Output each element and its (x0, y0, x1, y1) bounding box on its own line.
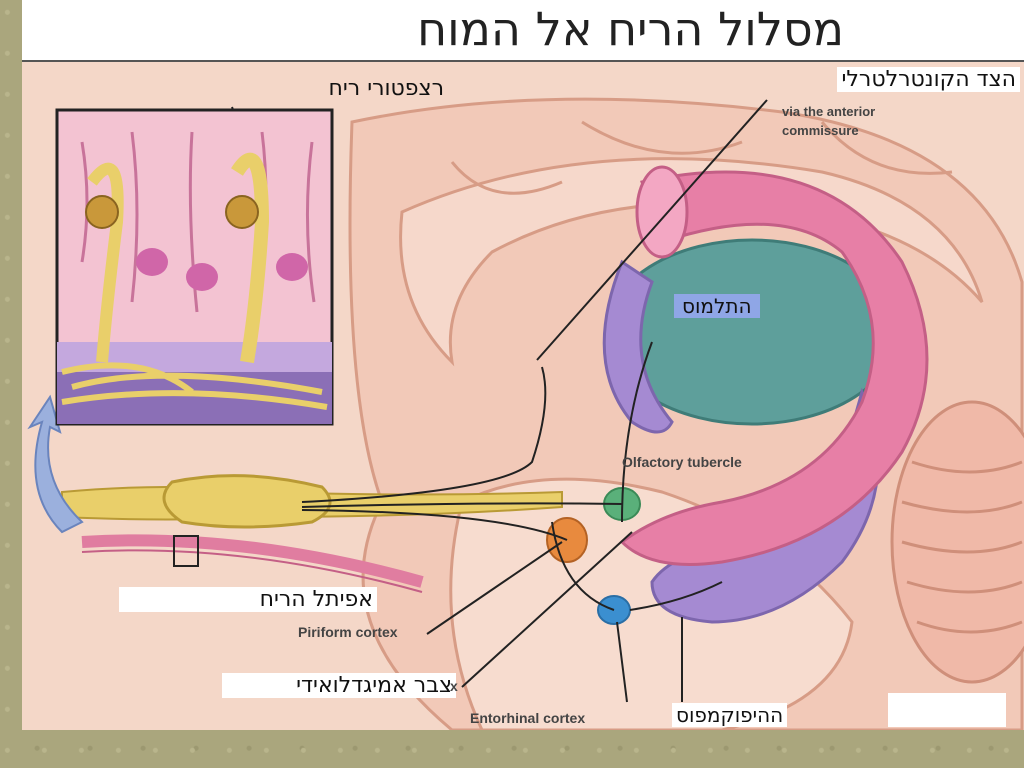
pathway-to-anterior-commissure (301, 366, 547, 503)
label-thalamus: התלמוס (674, 294, 760, 318)
label-fragment: x (450, 678, 458, 694)
blank-label-box (888, 693, 1006, 727)
blue-arrow (27, 394, 84, 534)
pathway-to-amygdala (301, 509, 568, 541)
olfactory-bulb (162, 474, 332, 529)
pathway-to-entorhinal (551, 521, 615, 611)
label-anterior-commissure: via the anterior commissure (782, 104, 876, 138)
pathway-to-hippocampus (629, 581, 723, 611)
cerebellum (890, 400, 1024, 684)
cribriform-plate (81, 534, 424, 588)
pathway-to-thalamus (621, 341, 653, 523)
label-entorhinal-cortex: Entorhinal cortex (470, 710, 586, 726)
slide-title: מסלול הריח אל המוח (417, 2, 844, 56)
gyrus-fold-1 (581, 120, 743, 155)
fornix-shape (619, 170, 929, 566)
label-piriform-cortex: Piriform cortex (298, 624, 398, 640)
title-bar: מסלול הריח אל המוח (22, 0, 1024, 62)
brain-illustration (27, 97, 1024, 730)
leader-piriform (426, 541, 563, 635)
leader-entorhinal (616, 621, 628, 703)
label-contralateral-side: הצד הקונטרלטרלי (837, 67, 1020, 92)
epithelium-selection-box (173, 535, 199, 567)
cribriform-plate-edge (81, 549, 423, 593)
gyrus-fold-2 (450, 161, 563, 195)
olfactory-pathway-figure: רצפטורי ריח הצד הקונטרלטרלי via the ante… (22, 62, 1024, 730)
hippocampus-shape (602, 259, 674, 434)
label-olfactory-epithelium: אפיתל הריח (119, 587, 377, 612)
leader-contralateral (536, 99, 768, 361)
label-olfactory-receptors: רצפטורי ריח (328, 76, 444, 101)
label-amygdaloid-complex: צבר אמיגדלואידי (222, 673, 456, 698)
leader-amygdaloid (461, 531, 633, 688)
pathway-to-tubercle (301, 502, 623, 508)
gyrus-fold-3 (820, 121, 953, 175)
fornix-cut (635, 165, 689, 259)
label-olfactory-tubercle: Olfactory tubercle (622, 454, 742, 470)
label-hippocampus: ההיפוקמפוס (672, 703, 788, 727)
receptor-inset (55, 108, 334, 426)
